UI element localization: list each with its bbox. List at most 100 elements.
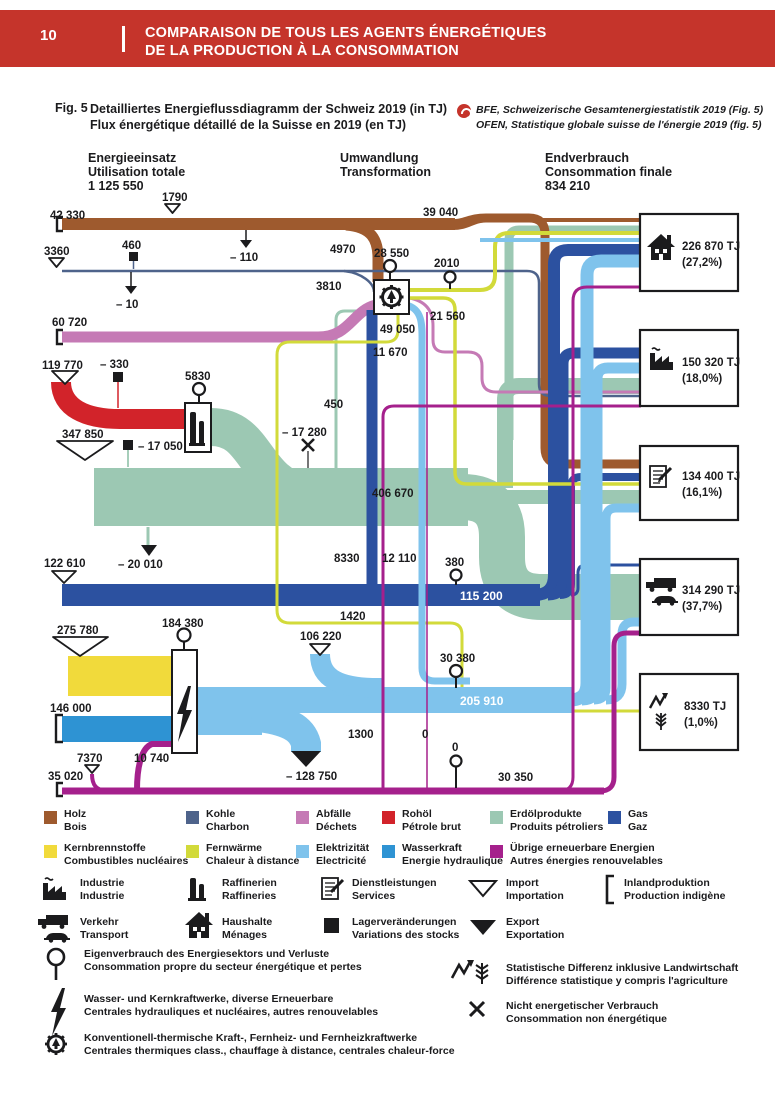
refinery-icon — [188, 878, 206, 901]
flow-renewables-import — [90, 773, 107, 793]
statistical-difference-icon — [648, 693, 668, 730]
stock-change-icon — [324, 918, 339, 933]
label: 12 110 — [382, 553, 417, 565]
label: 28 550 — [374, 248, 409, 260]
label: – 20 010 — [118, 559, 163, 571]
label: 122 610 — [44, 558, 86, 570]
label: 460 — [122, 240, 141, 252]
domestic-production-icon — [55, 215, 63, 233]
flow-electricity-services — [593, 503, 641, 705]
non-energetic-icon — [468, 1000, 486, 1018]
header-divider — [122, 26, 125, 52]
flow-gas-services — [559, 473, 641, 599]
flow-renewables-transport — [599, 630, 641, 794]
flow-oilproducts-thermal — [334, 309, 375, 468]
import-icon — [52, 636, 109, 657]
loss-circle-icon — [191, 381, 207, 397]
loss-circle-icon — [449, 754, 463, 768]
page-title: COMPARAISON DE TOUS LES AGENTS ÉNERGÉTIQ… — [145, 24, 547, 60]
gear-icon — [45, 1033, 67, 1055]
flow-renewables-households — [558, 285, 641, 793]
loss-circle-icon — [46, 947, 66, 980]
flow-wood-thermal — [345, 219, 384, 282]
endpoint-transport-value: 314 290 TJ — [682, 585, 740, 597]
endpoint-statdiff-share: (1,0%) — [684, 717, 718, 729]
label: 115 200 — [460, 589, 503, 603]
label: 5830 — [185, 371, 211, 383]
label: 11 670 — [373, 347, 408, 359]
label: 380 — [445, 557, 464, 569]
label: 275 780 — [57, 625, 99, 637]
flow-electricity-industry — [581, 362, 641, 706]
legend-chip-districtheat — [186, 845, 199, 858]
transport-icon — [38, 915, 70, 943]
loss-circle-icon — [449, 568, 463, 582]
domestic-production-icon — [55, 328, 63, 346]
page-header-bar: 10 COMPARAISON DE TOUS LES AGENTS ÉNERGÉ… — [0, 10, 775, 67]
col-input-l2: Utilisation totale — [88, 165, 185, 179]
page-title-line2: DE LA PRODUCTION À LA CONSOMMATION — [145, 43, 459, 59]
label: 49 050 — [380, 324, 415, 336]
label: 10 740 — [134, 753, 169, 765]
lightning-icon — [177, 686, 192, 742]
label: 0 — [422, 729, 428, 741]
factory-icon — [650, 347, 673, 370]
label: – 110 — [230, 252, 258, 264]
loss-circle-icon — [382, 258, 398, 274]
stock-change-icon — [129, 252, 138, 261]
export-icon — [240, 240, 252, 248]
non-energetic-icon — [301, 438, 315, 468]
loss-circle-icon — [448, 663, 464, 679]
label: 60 720 — [52, 317, 87, 329]
label: – 17 050 — [138, 441, 183, 453]
flow-electricity-export — [250, 701, 321, 752]
loss-markers — [176, 258, 464, 788]
domestic-production-icon — [55, 781, 63, 798]
legend-chip-oilproducts — [490, 811, 503, 824]
endpoint-households-share: (27,2%) — [682, 257, 722, 269]
figure-title-fr: Flux énergétique détaillé de la Suisse e… — [90, 118, 407, 132]
label: 406 670 — [372, 488, 414, 500]
source-logo-icon — [457, 104, 471, 118]
label: 119 770 — [42, 360, 83, 372]
endpoint-statdiff-value: 8330 TJ — [684, 701, 726, 713]
endpoint-industry-share: (18,0%) — [682, 373, 722, 385]
label: – 10 — [116, 299, 138, 311]
statistical-difference-icon — [450, 960, 489, 984]
services-icon — [649, 465, 673, 488]
page-title-line1: COMPARAISON DE TOUS LES AGENTS ÉNERGÉTIQ… — [145, 25, 547, 41]
flow-crudeoil — [51, 381, 188, 429]
legend-chip-electricity — [296, 845, 309, 858]
import-icon — [164, 203, 181, 214]
endpoint-statdiff-box — [638, 672, 740, 752]
import-icon — [51, 570, 77, 584]
legend-chip-crude — [382, 811, 395, 824]
label: 39 040 — [423, 207, 458, 219]
label: 30 350 — [498, 772, 533, 784]
domestic-production-icon — [605, 874, 614, 905]
col-final-l1: Endverbrauch — [545, 151, 629, 165]
figure-source-fr: OFEN, Statistique globale suisse de l'én… — [476, 119, 762, 131]
label: 3810 — [316, 281, 342, 293]
import-icon — [467, 880, 499, 898]
label: – 17 280 — [282, 427, 327, 439]
endpoint-industry-box — [638, 328, 740, 408]
legend-chip-wood — [44, 811, 57, 824]
loss-circle-icon — [176, 627, 192, 643]
label: 146 000 — [50, 703, 92, 715]
col-input-l1: Energieeinsatz — [88, 151, 176, 165]
label: 8330 — [334, 553, 360, 565]
export-icon — [291, 751, 321, 767]
lightning-icon — [51, 988, 66, 1036]
legend-chip-nuclear — [44, 845, 57, 858]
